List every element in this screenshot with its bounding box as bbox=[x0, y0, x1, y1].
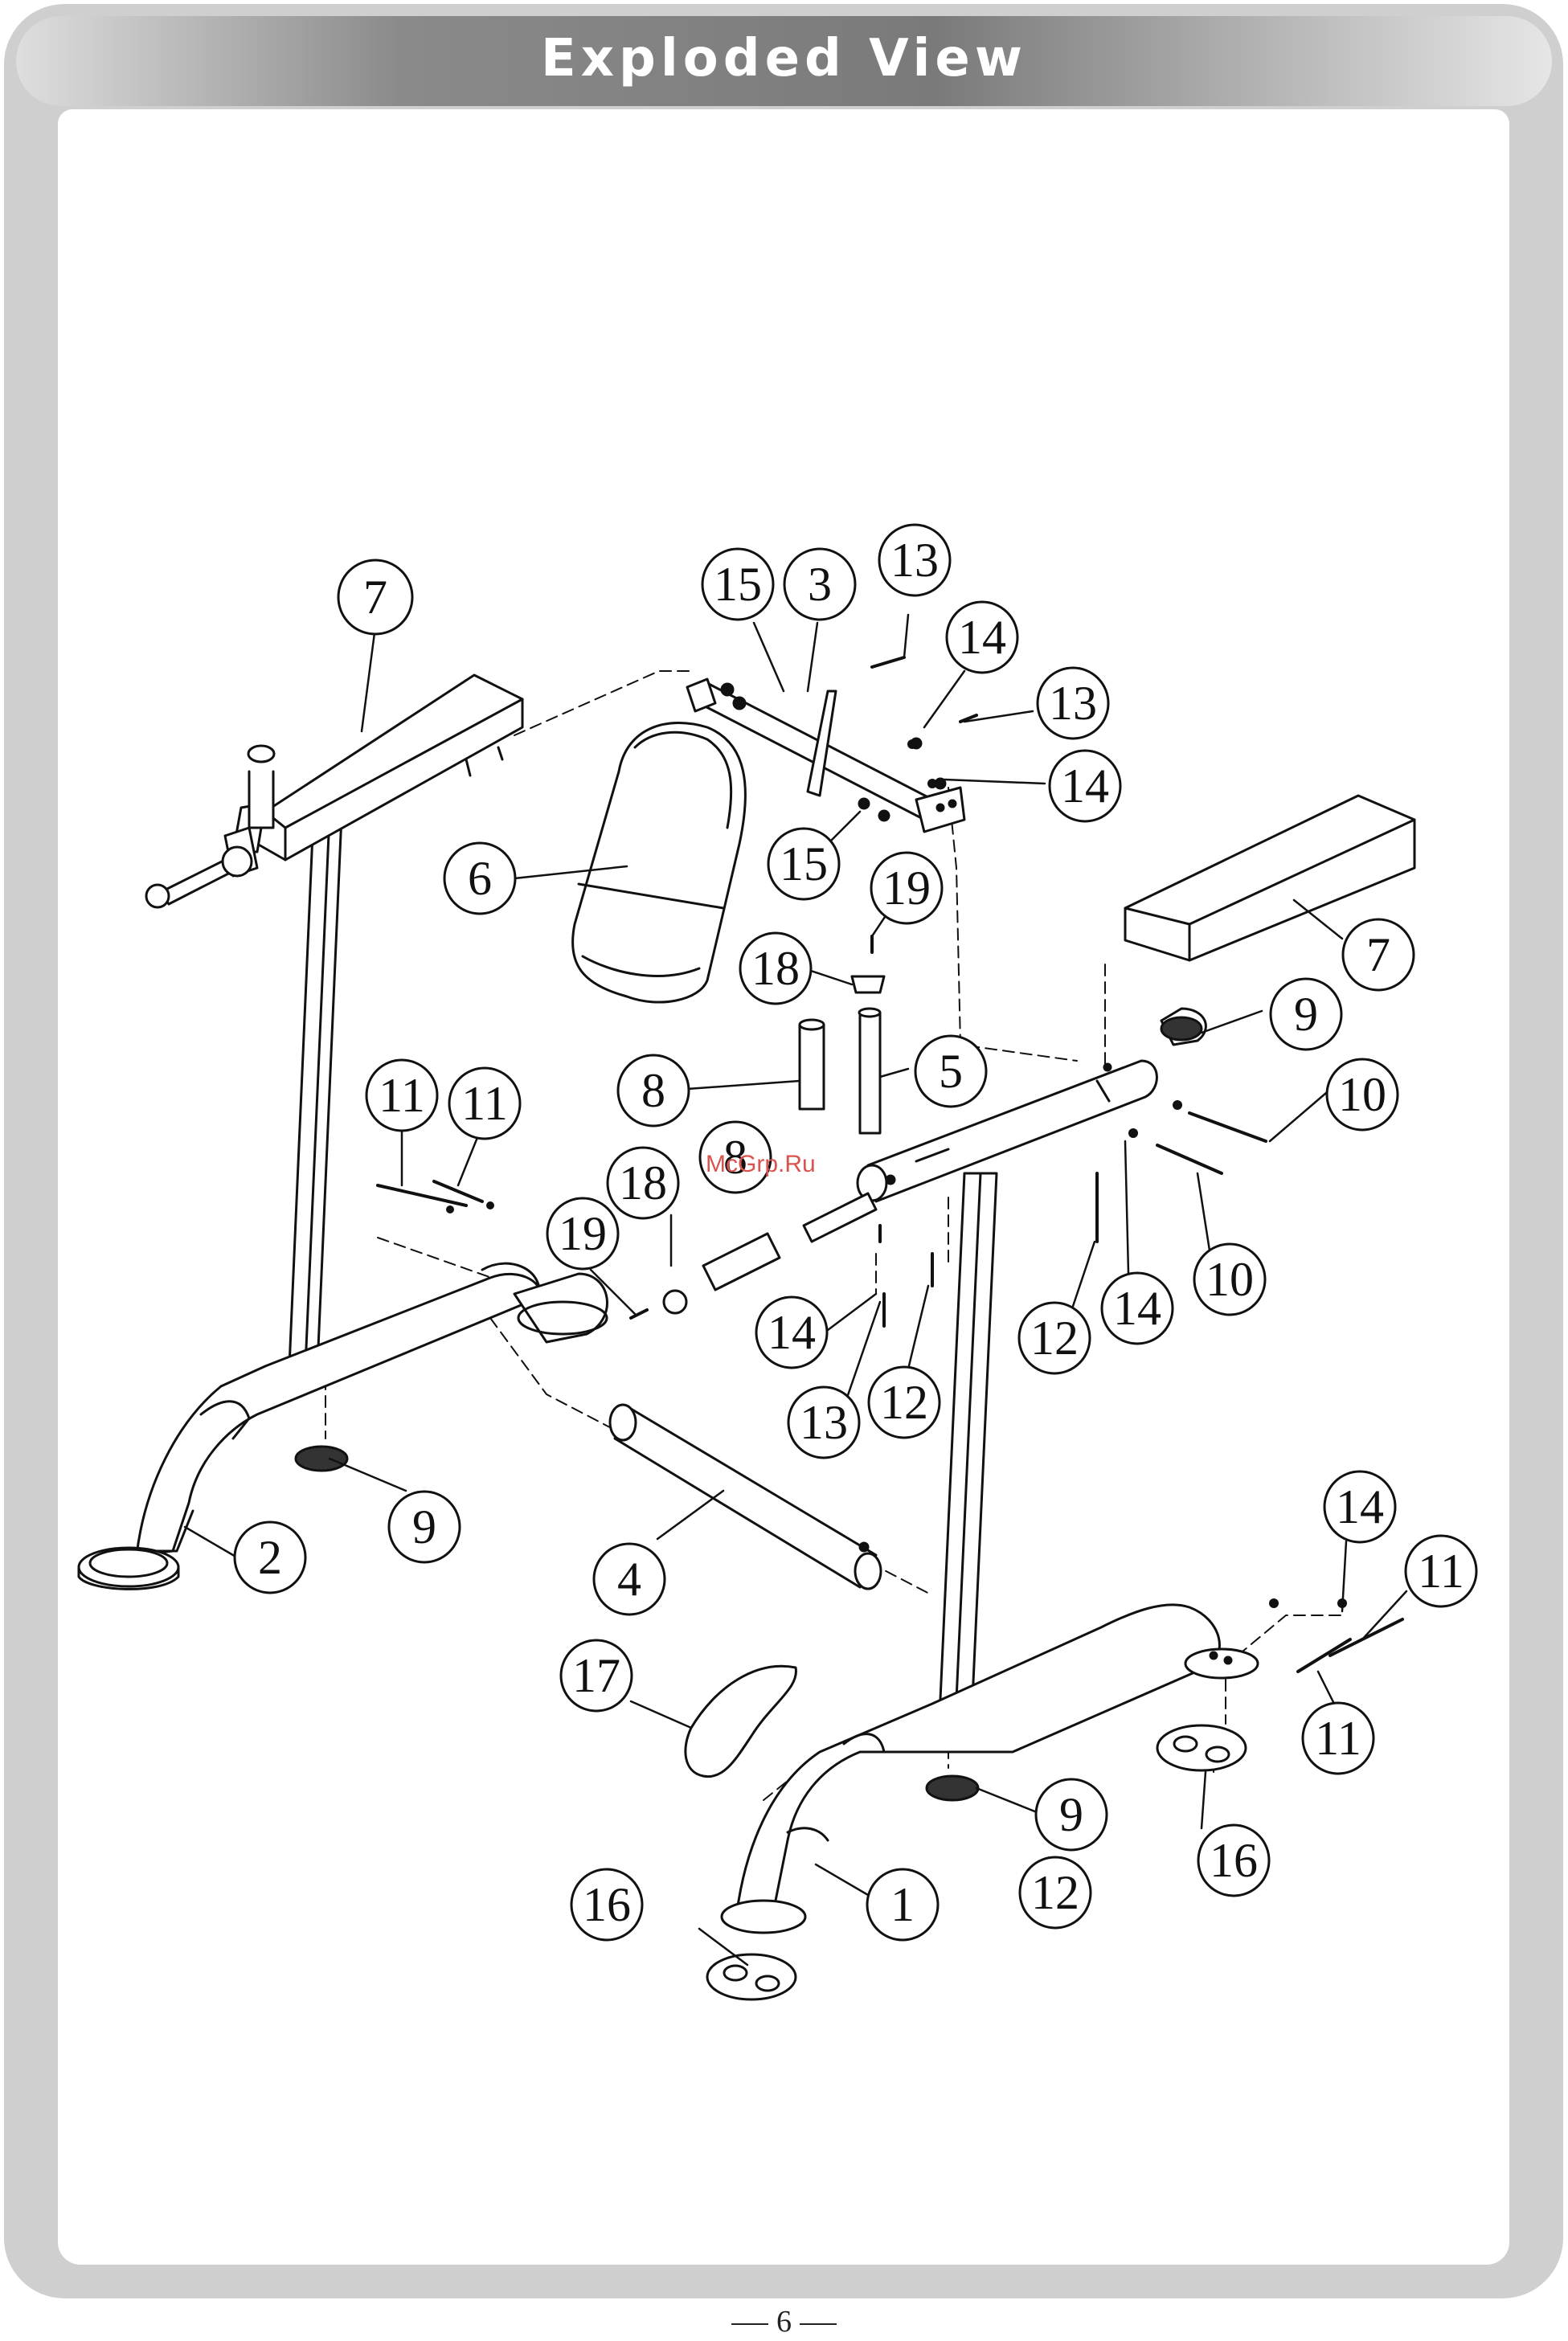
callout-11d: 11 bbox=[1315, 1712, 1361, 1765]
footer-dash-right bbox=[800, 2323, 837, 2325]
callout-9b: 9 bbox=[412, 1500, 436, 1553]
callout-7a: 7 bbox=[363, 571, 387, 624]
callout-5: 5 bbox=[939, 1045, 963, 1098]
callout-15b: 15 bbox=[780, 837, 828, 890]
callout-4: 4 bbox=[617, 1553, 641, 1606]
callout-11a: 11 bbox=[379, 1069, 425, 1122]
callout-14e: 14 bbox=[1336, 1480, 1384, 1533]
callout-19b: 19 bbox=[559, 1207, 607, 1260]
callout-16b: 16 bbox=[583, 1878, 631, 1931]
page-title: Exploded View bbox=[0, 23, 1568, 95]
callout-15a: 15 bbox=[714, 558, 762, 611]
callout-14d: 14 bbox=[1113, 1282, 1161, 1335]
page-footer: 6 bbox=[0, 2303, 1568, 2340]
callout-14b: 14 bbox=[1061, 759, 1109, 812]
callout-9c: 9 bbox=[1059, 1788, 1083, 1841]
callout-10a: 10 bbox=[1338, 1068, 1386, 1121]
callout-18b: 18 bbox=[619, 1156, 667, 1209]
callout-18a: 18 bbox=[751, 942, 800, 995]
page-number: 6 bbox=[776, 2305, 792, 2339]
callout-10b: 10 bbox=[1206, 1253, 1254, 1306]
callout-13b: 13 bbox=[1049, 677, 1097, 730]
callout-17: 17 bbox=[572, 1649, 620, 1702]
callout-12c: 12 bbox=[1031, 1866, 1079, 1919]
callout-19a: 19 bbox=[882, 862, 931, 915]
footer-dash-left bbox=[731, 2323, 768, 2325]
callout-1: 1 bbox=[890, 1878, 915, 1931]
callout-2: 2 bbox=[258, 1531, 282, 1584]
callout-16a: 16 bbox=[1210, 1834, 1258, 1887]
callout-9a: 9 bbox=[1294, 988, 1318, 1041]
callout-8a: 8 bbox=[641, 1064, 665, 1117]
callout-11c: 11 bbox=[1418, 1545, 1464, 1598]
callout-13a: 13 bbox=[890, 534, 939, 587]
callout-6: 6 bbox=[468, 852, 492, 905]
callout-14c: 14 bbox=[768, 1306, 816, 1359]
callout-11b: 11 bbox=[461, 1077, 508, 1130]
callout-13c: 13 bbox=[800, 1396, 848, 1449]
callout-12b: 12 bbox=[880, 1376, 928, 1429]
callout-7b: 7 bbox=[1366, 928, 1390, 981]
callout-3: 3 bbox=[808, 558, 832, 611]
callout-12a: 12 bbox=[1030, 1312, 1079, 1365]
watermark-text: McGrp.Ru bbox=[706, 1151, 816, 1178]
callout-14a: 14 bbox=[958, 611, 1006, 664]
